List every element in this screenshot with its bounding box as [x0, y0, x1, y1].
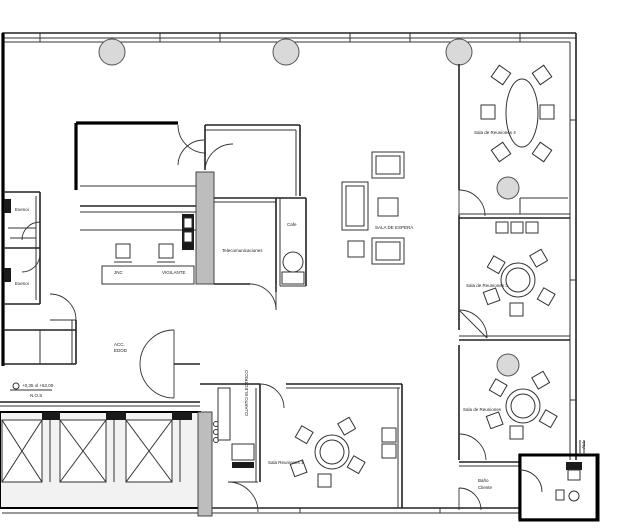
meeting-room-partitions: [458, 64, 570, 467]
room-label-cuarto-electrico: CUARTO ELECTRICO: [244, 370, 249, 416]
level-label: +0,35 ol +52,00: [22, 383, 54, 388]
room-label-sala-espera: SALA DE ESPERA: [375, 225, 413, 230]
room-label-bano-1: Baño: [478, 478, 489, 483]
room-label-cafe: Cafe: [287, 222, 297, 227]
room-label-sala-4: Sala de Reuniones 4: [474, 130, 516, 135]
sala-reuniones-3-furniture: [482, 221, 556, 317]
room-label-vigilante: VIGILANTE: [162, 270, 186, 275]
sala-reuniones-2-furniture: [485, 370, 558, 440]
tag-label: ALL: [581, 440, 586, 449]
room-label-acc: ACC.: [114, 342, 125, 347]
room-label-wc-b: Exenoi: [15, 281, 29, 286]
room-label-jnc: JNC: [114, 270, 123, 275]
column: [272, 38, 300, 66]
room-label-sala-2: Sala de Reuniones: [463, 407, 502, 412]
room-label-wc-a: Exenoi: [15, 207, 29, 212]
sala-reuniones-4-furniture: [480, 64, 555, 163]
window-mullions: [39, 33, 576, 513]
sala-reuniones-1: [286, 383, 403, 508]
room-label-bano-2: Cliente: [478, 485, 493, 490]
room-label-sala-1-a: Sala Reuniones 1: [268, 460, 304, 465]
sala-espera-furniture: [341, 151, 405, 265]
room-label-acc2: EDOD: [114, 348, 128, 353]
core-doors: [177, 124, 305, 311]
bano-cliente: [518, 440, 600, 522]
level-sub-label: N.O.S: [30, 393, 42, 398]
left-wc-block: [3, 191, 41, 305]
left-corridor: [3, 293, 200, 399]
cuarto-electrico: [200, 383, 285, 513]
elevators: [0, 411, 219, 517]
column: [496, 353, 520, 377]
column: [98, 38, 126, 66]
doors-right: [458, 189, 488, 511]
room-label-sala-3: Sala de Reuniones 3: [466, 283, 508, 288]
column: [496, 176, 520, 200]
structural-columns: [98, 38, 520, 377]
chairs-vigilante: [114, 243, 175, 263]
core-walls: [74, 121, 307, 292]
room-label-telecom: Telecomunicaciones: [222, 248, 263, 253]
level-marker: [10, 382, 52, 391]
column: [445, 38, 473, 66]
